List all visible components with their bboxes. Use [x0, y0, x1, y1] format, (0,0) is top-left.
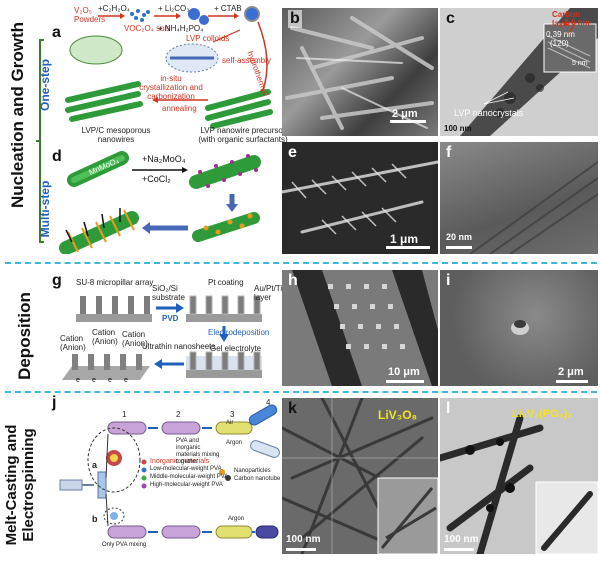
- label-argon-2: Argon: [228, 516, 245, 522]
- panel-l-micrograph: l Li₃V₂(PO₄)₃ 100 nm: [440, 398, 598, 554]
- label-carbon-nanotube: Carbon nanotube: [234, 476, 281, 482]
- svg-text:e: e: [76, 377, 80, 384]
- panel-l-scale-text: 100 nm: [444, 534, 479, 545]
- label-argon-1: Argon: [226, 440, 243, 446]
- bracket-lines: [36, 39, 44, 243]
- label-inorganic: Inorganic materials: [150, 458, 210, 465]
- panel-e-micrograph: e 1 μm: [282, 142, 438, 254]
- panel-h-micrograph: h 10 μm: [282, 270, 438, 386]
- panel-i-micrograph: i 2 μm: [440, 270, 598, 386]
- label-nh4: + NH₄H₂PO₄: [158, 24, 204, 33]
- label-step-4: 4: [266, 398, 271, 407]
- panel-c-micrograph: c Carbon layer 2-6 nm 0.39 nm (120) 5 nm…: [440, 8, 598, 136]
- label-electro: Electrodeposition: [208, 328, 270, 337]
- label-cation-2: Cation (Anion): [92, 328, 118, 346]
- label-liv3o8: LiV₃O₈: [378, 408, 418, 422]
- panel-f-micrograph: f 20 nm: [440, 142, 598, 254]
- label-high-pva: High-molecular-weight PVA: [150, 482, 223, 488]
- panel-d-schematic: d MnMoO₄ +Na₂MoO₄ +CoCl₂: [52, 142, 280, 254]
- label-only-pva: Only PVA mixing: [102, 542, 147, 548]
- panel-j-schematic: j 1 2 3 4 a b Inorganic materials Low-mo…: [52, 394, 281, 554]
- label-plane: (120): [550, 39, 569, 48]
- label-su8: SU-8 micropillar array: [76, 278, 154, 287]
- panel-f-scalebar: [446, 246, 472, 249]
- panel-h-scalebar: [386, 380, 424, 383]
- label-pva-note: PVA and inorganic materials mixing toget…: [176, 438, 220, 465]
- label-cation-3: Cation (Anion): [122, 330, 148, 348]
- svg-text:e: e: [108, 377, 112, 384]
- panel-g-schematic: e e e e g SU-8 micropillar array SiO₂/Si su…: [52, 270, 282, 388]
- panel-g-letter: g: [52, 272, 62, 289]
- label-nanoparticles: Nanoparticles: [234, 468, 271, 474]
- panel-f-letter: f: [446, 144, 452, 161]
- label-annealing: annealing: [162, 104, 197, 113]
- panel-i-letter: i: [446, 272, 451, 289]
- label-b: b: [92, 514, 98, 524]
- panel-b-micrograph: b 2 μm: [282, 8, 438, 136]
- label-v2o5: V₂O₅ Powders: [74, 6, 106, 24]
- panel-e-scalebar: [386, 246, 430, 249]
- panel-c-scale-text: 100 nm: [444, 124, 472, 133]
- label-step-1: 1: [122, 410, 127, 419]
- label-pt: Pt coating: [208, 278, 244, 287]
- panel-a-letter: a: [52, 24, 61, 41]
- label-li2co3: + Li₂CO₃: [158, 4, 190, 13]
- label-air: Air: [226, 420, 234, 426]
- label-lvp-nanocrystals: LVP nanocrystals: [454, 108, 524, 118]
- panel-e-letter: e: [288, 144, 297, 161]
- panel-e-scale-text: 1 μm: [390, 232, 419, 246]
- label-inset-scale: 5 nm: [572, 60, 588, 67]
- panel-h-letter: h: [288, 272, 298, 289]
- panel-b-scalebar: [390, 120, 426, 123]
- label-low-pva: Low-molecular-weight PVA: [150, 466, 222, 472]
- label-precursor: LVP nanowire precursor (with organic sur…: [198, 126, 288, 144]
- label-insitu: in-situ crystallization and carbonizatio…: [139, 74, 203, 101]
- label-lvp-formula: Li₃V₂(PO₄)₃: [512, 408, 573, 420]
- label-a: a: [92, 460, 98, 470]
- label-cation-1: Cation (Anion): [60, 334, 86, 352]
- label-na2moo4: +Na₂MoO₄: [142, 154, 186, 164]
- label-carbon-nm: 2-6 nm: [564, 18, 590, 27]
- label-self-assembly: self-assembly: [222, 56, 271, 65]
- panel-k-letter: k: [288, 400, 297, 417]
- label-gel: Gel electrolyte: [210, 344, 262, 353]
- label-sio2: SiO₂/Si substrate: [152, 284, 185, 302]
- label-ctab: + CTAB: [214, 4, 242, 13]
- divider-top: [5, 262, 597, 264]
- panel-k-scale-text: 100 nm: [286, 534, 321, 545]
- label-cocl2: +CoCl₂: [142, 174, 171, 184]
- panel-l-scalebar: [444, 548, 474, 551]
- label-mid-pva: Middle-molecular-weight PVA: [150, 474, 229, 480]
- label-voc-sols: VOC₂O₄ sols: [124, 24, 171, 33]
- label-step-2: 2: [176, 410, 181, 419]
- panel-i-scale-text: 2 μm: [558, 366, 584, 378]
- panel-k-micrograph: k LiV₃O₈ 100 nm: [282, 398, 438, 554]
- panel-b-letter: b: [288, 10, 302, 28]
- label-pvd: PVD: [162, 314, 179, 323]
- panel-a-schematic: a V₂O₅ Powders +C₂H₂O₄ VOC₂O₄ sols + Li₂…: [52, 0, 288, 144]
- panel-f-scale-text: 20 nm: [446, 232, 473, 242]
- panel-c-letter: c: [446, 10, 455, 27]
- label-aupt: Au/Pt/Ti layer: [254, 284, 283, 302]
- panel-i-scalebar: [556, 380, 588, 383]
- panel-b-scale-text: 2 μm: [392, 108, 418, 120]
- svg-text:e: e: [124, 377, 128, 384]
- panel-l-letter: l: [446, 400, 451, 417]
- label-lvpc: LVP/C mesoporous nanowires: [81, 126, 151, 144]
- panel-j-letter: j: [52, 394, 57, 411]
- panel-d-letter: d: [52, 148, 62, 165]
- panel-k-scalebar: [286, 548, 316, 551]
- label-lvp-colloids: LVP colloids: [186, 34, 230, 43]
- panel-h-scale-text: 10 μm: [388, 366, 420, 378]
- label-spacing: 0.39 nm: [546, 30, 575, 39]
- label-carbon-layer: Carbon layer: [552, 10, 580, 28]
- svg-text:e: e: [92, 377, 96, 384]
- label-ultrathin: Ultrathin nanosheets: [142, 342, 216, 351]
- label-c2h2o4: +C₂H₂O₄: [98, 4, 130, 13]
- label-step-3: 3: [230, 410, 235, 419]
- divider-bottom: [5, 391, 597, 393]
